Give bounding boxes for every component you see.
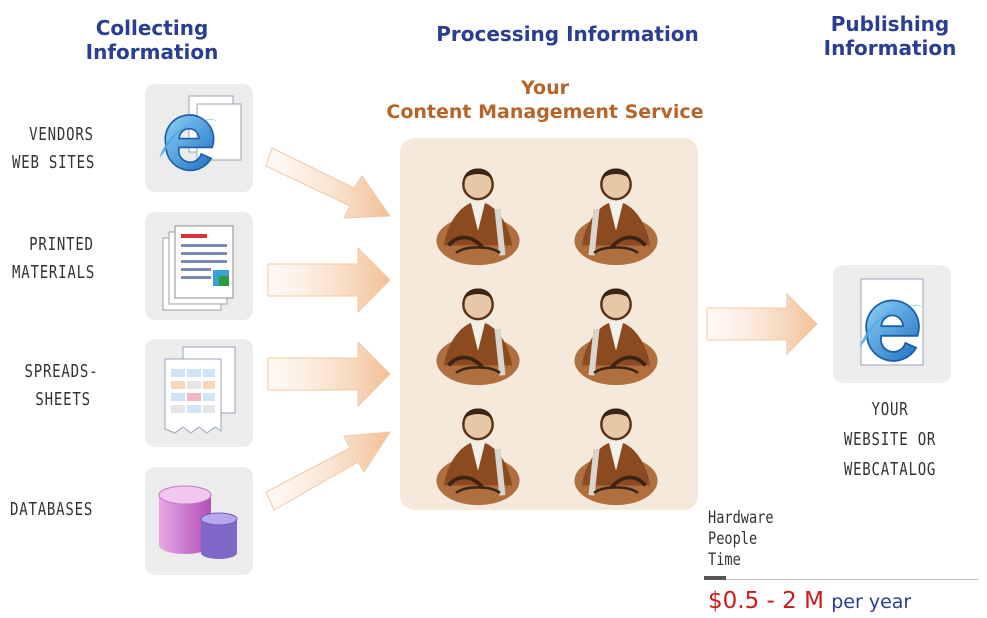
processing-header: Processing Information [436, 22, 699, 46]
collecting-header-line: Information [85, 40, 219, 64]
source-label-line: DATABASES [10, 499, 94, 520]
cost-list: Hardware People Time [708, 508, 774, 571]
source-label-vendors: VENDORS WEB SITES [12, 121, 95, 177]
service-title: Your Content Management Service [345, 76, 745, 124]
source-label-line: WEB SITES [12, 152, 96, 173]
collecting-header-line: Collecting [95, 16, 209, 40]
price-label: $0.5 - 2 M per year [708, 588, 911, 614]
staff-person-icon [560, 280, 672, 390]
browser-document-icon [145, 84, 253, 192]
service-title-line: Content Management Service [386, 101, 704, 123]
arrow-icon [265, 147, 391, 219]
source-label-line: SHEETS [35, 389, 91, 410]
price-amount: $0.5 - 2 M [708, 588, 824, 614]
cost-divider [704, 579, 978, 580]
cost-item: Hardware [708, 508, 774, 528]
collecting-header: Collecting Information [62, 16, 242, 64]
source-label-line: VENDORS [29, 124, 94, 145]
staff-person-icon [422, 400, 534, 510]
publishing-header-line: Information [823, 36, 957, 60]
output-label: YOUR WEBSITE OR WEBCATALOG [820, 395, 960, 485]
output-arrow [706, 292, 818, 356]
content-management-panel [400, 138, 698, 510]
arrow-icon [706, 292, 818, 356]
source-label-printed: PRINTED MATERIALS [12, 231, 95, 287]
source-label-line: MATERIALS [12, 262, 96, 283]
cost-item: People [708, 529, 758, 549]
price-period: per year [831, 591, 912, 613]
staff-person-icon [560, 160, 672, 270]
service-title-line: Your [521, 77, 569, 99]
arrow-icon [267, 340, 391, 408]
output-label-line: WEBSITE OR [843, 429, 937, 450]
staff-person-icon [422, 280, 534, 390]
printed-document-icon [145, 212, 253, 320]
staff-person-icon [560, 400, 672, 510]
input-arrows [265, 147, 391, 511]
cost-divider-mark [704, 576, 726, 580]
staff-person-icon [422, 160, 534, 270]
output-label-line: YOUR [871, 399, 909, 420]
publishing-header: Publishing Information [800, 12, 980, 60]
publishing-header-line: Publishing [830, 12, 950, 36]
source-label-databases: DATABASES [10, 496, 93, 524]
arrow-icon [267, 246, 391, 314]
browser-icon [833, 265, 951, 383]
source-label-spreadsheets: SPREADS- SHEETS [12, 358, 98, 414]
spreadsheet-icon [145, 339, 253, 447]
source-label-line: SPREADS- [24, 361, 99, 382]
arrow-icon [265, 431, 391, 511]
cost-item: Time [708, 550, 741, 570]
output-label-line: WEBCATALOG [843, 459, 937, 480]
source-label-line: PRINTED [29, 234, 94, 255]
database-icon [145, 467, 253, 575]
